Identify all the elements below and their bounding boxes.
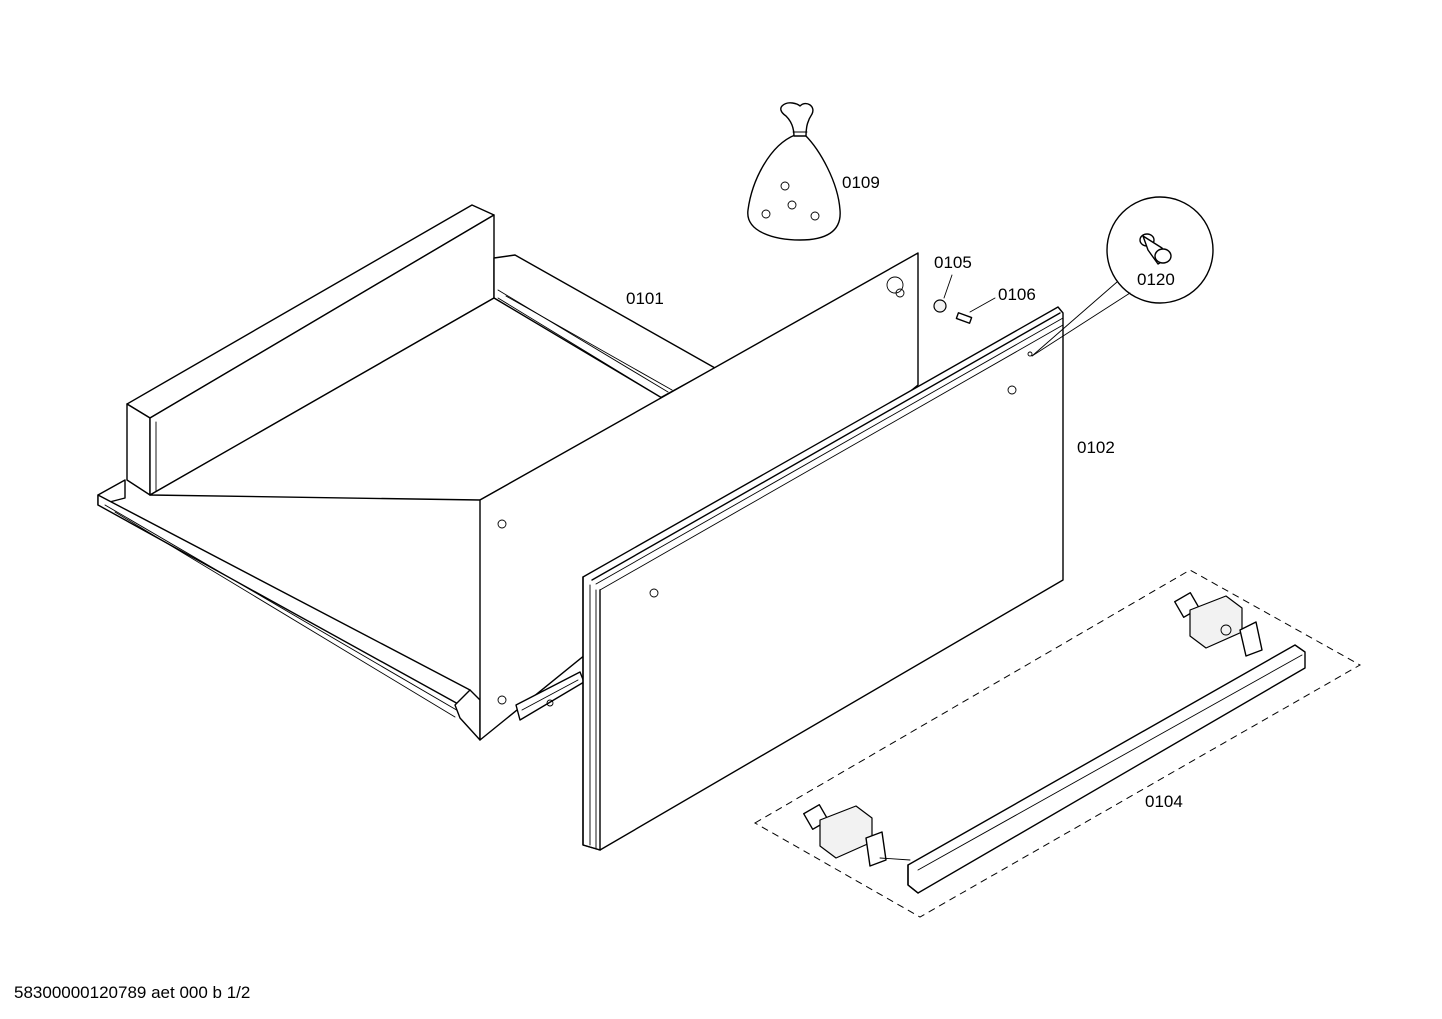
label-0101: 0101 (626, 289, 664, 308)
label-0102: 0102 (1077, 438, 1115, 457)
document-id: 58300000120789 aet 000 b 1/2 (14, 983, 250, 1002)
label-0106: 0106 (998, 285, 1036, 304)
screw-marker-b (649, 351, 1033, 598)
handle-assembly (753, 569, 1362, 918)
screw-marker-a (497, 288, 905, 705)
bushing-0105 (933, 274, 953, 313)
label-0104: 0104 (1145, 792, 1183, 811)
label-0120: 0120 (1137, 270, 1175, 289)
pin-0106 (955, 297, 996, 324)
label-0105: 0105 (934, 253, 972, 272)
detail-callout-0120 (1031, 196, 1214, 357)
screw-bag-icon (747, 102, 841, 241)
label-0109: 0109 (842, 173, 880, 192)
front-panel (582, 306, 1064, 851)
